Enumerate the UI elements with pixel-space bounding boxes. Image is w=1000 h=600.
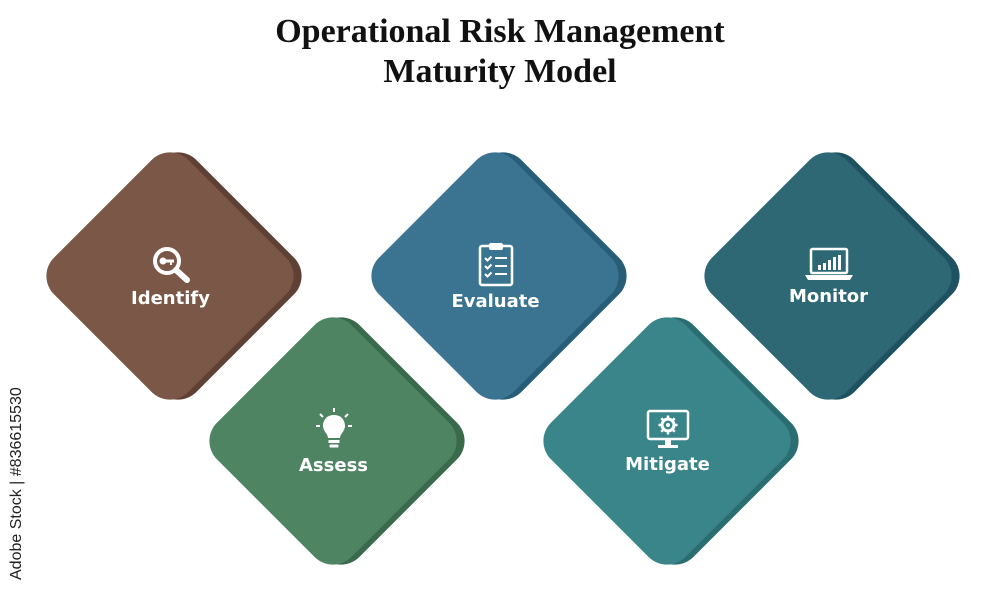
step-evaluate: Evaluate (358, 139, 638, 414)
step-assess: Assess (196, 304, 476, 579)
magnifier-key-icon (147, 244, 195, 284)
step-mitigate: Mitigate (530, 304, 810, 579)
step-label: Assess (299, 455, 368, 476)
page-title: Operational Risk Management Maturity Mod… (0, 12, 1000, 92)
clipboard-checklist-icon (476, 241, 516, 287)
monitor-gear-icon (645, 408, 691, 450)
step-label: Evaluate (451, 291, 540, 312)
step-monitor: Monitor (691, 139, 971, 414)
laptop-chart-icon (804, 246, 854, 282)
lightbulb-icon (314, 407, 354, 451)
step-label: Monitor (788, 286, 869, 307)
title-line-1: Operational Risk Management (275, 13, 725, 50)
stock-credit: Adobe Stock | #836615530 (8, 387, 25, 580)
step-label: Mitigate (625, 454, 710, 475)
title-line-2: Maturity Model (383, 53, 617, 90)
step-label: Identify (131, 288, 210, 309)
step-identify: Identify (33, 139, 313, 414)
